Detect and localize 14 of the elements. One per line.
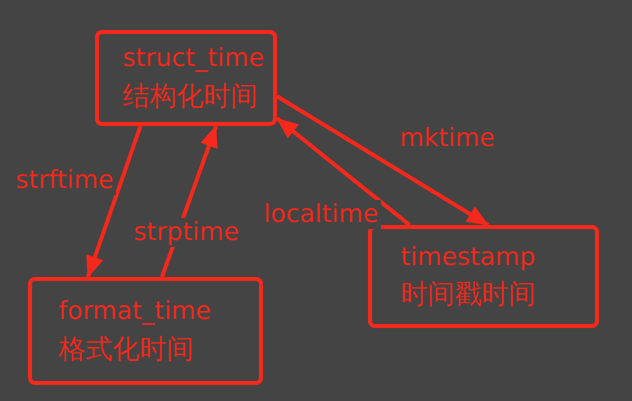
arrow (276, 94, 490, 227)
type-name: struct_time (123, 42, 264, 74)
data-type-box (95, 30, 277, 126)
type-name: format_time (59, 295, 212, 328)
edge-label: strftime (14, 166, 116, 195)
type-description: 结构化时间 (123, 80, 258, 114)
data-type-box (28, 277, 263, 385)
arrow (276, 116, 411, 227)
data-type-box (368, 225, 599, 328)
type-name: timestamp (401, 240, 536, 273)
edge-label: strptime (132, 218, 242, 247)
type-description: 格式化时间 (59, 332, 194, 367)
arrow (86, 125, 142, 278)
type-description: 时间戳时间 (401, 278, 536, 312)
